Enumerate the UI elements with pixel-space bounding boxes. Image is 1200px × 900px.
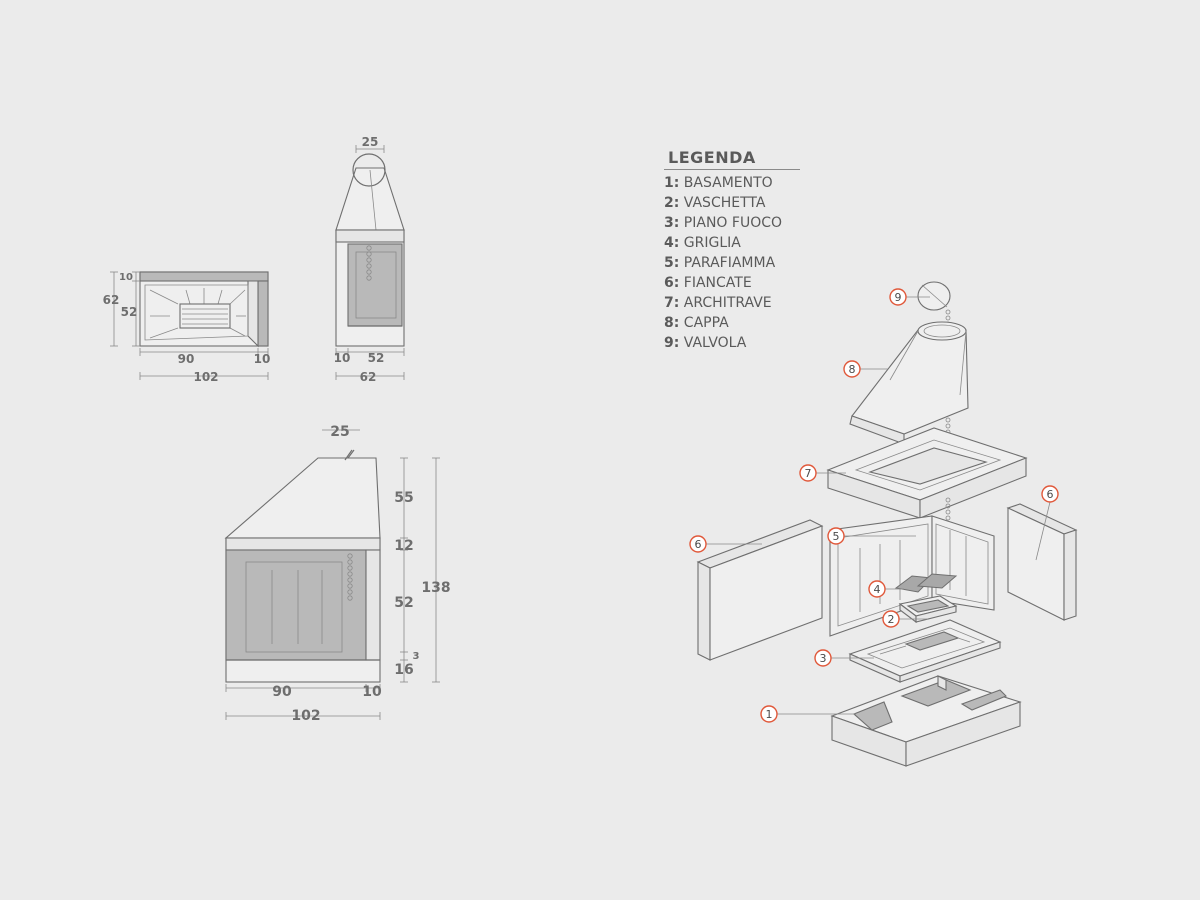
plan-dim-102: 102 xyxy=(193,370,218,384)
legend-num: 7: xyxy=(664,295,680,311)
front-dim-3: 3 xyxy=(413,651,420,662)
callout-9-label: 9 xyxy=(895,291,902,304)
callout-9: 9 xyxy=(889,288,930,306)
callout-8: 8 xyxy=(843,360,888,378)
callout-6-left-label: 6 xyxy=(695,538,702,551)
legend-title: LEGENDA xyxy=(664,148,800,170)
legend-item: 6: FIANCATE xyxy=(664,273,804,293)
side-view: 25 10 52 62 xyxy=(334,135,405,384)
side-dim-62: 62 xyxy=(360,370,377,384)
callout-2-label: 2 xyxy=(888,613,895,626)
callouts: 9 8 7 6 6 5 4 xyxy=(689,288,1059,723)
plan-dim-90: 90 xyxy=(178,352,195,366)
legend-label: VASCHETTA xyxy=(683,195,766,211)
legend-num: 5: xyxy=(664,255,680,271)
legend-label: FIANCATE xyxy=(683,275,752,291)
front-dim-55: 55 xyxy=(394,490,413,506)
legend-item: 4: GRIGLIA xyxy=(664,233,804,253)
callout-3-label: 3 xyxy=(820,652,827,665)
legend-label: CAPPA xyxy=(683,315,729,331)
plan-dim-10b: 10 xyxy=(254,352,271,366)
callout-6-right-label: 6 xyxy=(1047,488,1054,501)
callout-4: 4 xyxy=(868,580,904,598)
legend-item: 2: VASCHETTA xyxy=(664,193,804,213)
front-dim-10: 10 xyxy=(362,684,382,700)
legend-label: PARAFIAMMA xyxy=(683,255,776,271)
side-dim-25: 25 xyxy=(362,135,379,149)
callout-1: 1 xyxy=(760,705,856,723)
callout-8-label: 8 xyxy=(849,363,856,376)
side-dim-52: 52 xyxy=(368,351,385,365)
front-dim-16: 16 xyxy=(394,662,413,678)
callout-7-label: 7 xyxy=(805,467,812,480)
callout-7: 7 xyxy=(799,464,846,482)
callout-6-left: 6 xyxy=(689,535,762,553)
legend-num: 3: xyxy=(664,215,680,231)
legend-item: 9: VALVOLA xyxy=(664,333,804,353)
legend-label: PIANO FUOCO xyxy=(683,215,783,231)
front-dim-102: 102 xyxy=(291,708,320,724)
callout-2: 2 xyxy=(882,610,928,628)
legend-label: BASAMENTO xyxy=(683,175,773,191)
legend-num: 2: xyxy=(664,195,680,211)
exploded-view xyxy=(696,281,1078,767)
callout-5: 5 xyxy=(827,527,916,545)
legend-item: 3: PIANO FUOCO xyxy=(664,213,804,233)
front-dim-138: 138 xyxy=(421,580,450,596)
plan-dim-10: 10 xyxy=(119,272,133,283)
callout-1-label: 1 xyxy=(766,708,773,721)
legend: LEGENDA 1: BASAMENTO 2: VASCHETTA 3: PIA… xyxy=(664,148,804,353)
front-dim-90: 90 xyxy=(272,684,292,700)
callout-4-label: 4 xyxy=(874,583,881,596)
callout-3: 3 xyxy=(814,649,874,667)
plan-dim-62: 62 xyxy=(103,293,120,307)
legend-item: 1: BASAMENTO xyxy=(664,173,804,193)
front-dim-52: 52 xyxy=(394,595,413,611)
side-dim-10: 10 xyxy=(334,351,351,365)
legend-num: 8: xyxy=(664,315,680,331)
front-view: 25 55 12 52 3 16 138 90 10 102 xyxy=(224,424,451,724)
callout-6-right: 6 xyxy=(1035,485,1059,561)
legend-label: ARCHITRAVE xyxy=(683,295,772,311)
legend-num: 4: xyxy=(664,235,680,251)
front-dim-12: 12 xyxy=(394,538,413,554)
legend-label: GRIGLIA xyxy=(683,235,741,251)
legend-num: 1: xyxy=(664,175,680,191)
legend-item: 5: PARAFIAMMA xyxy=(664,253,804,273)
legend-label: VALVOLA xyxy=(683,335,747,351)
plan-dim-52: 52 xyxy=(121,305,138,319)
legend-num: 6: xyxy=(664,275,680,291)
legend-item: 8: CAPPA xyxy=(664,313,804,333)
plan-view: 10 62 52 90 10 102 xyxy=(103,271,271,384)
legend-item: 7: ARCHITRAVE xyxy=(664,293,804,313)
legend-num: 9: xyxy=(664,335,680,351)
front-dim-25: 25 xyxy=(330,424,349,440)
callout-5-label: 5 xyxy=(833,530,840,543)
